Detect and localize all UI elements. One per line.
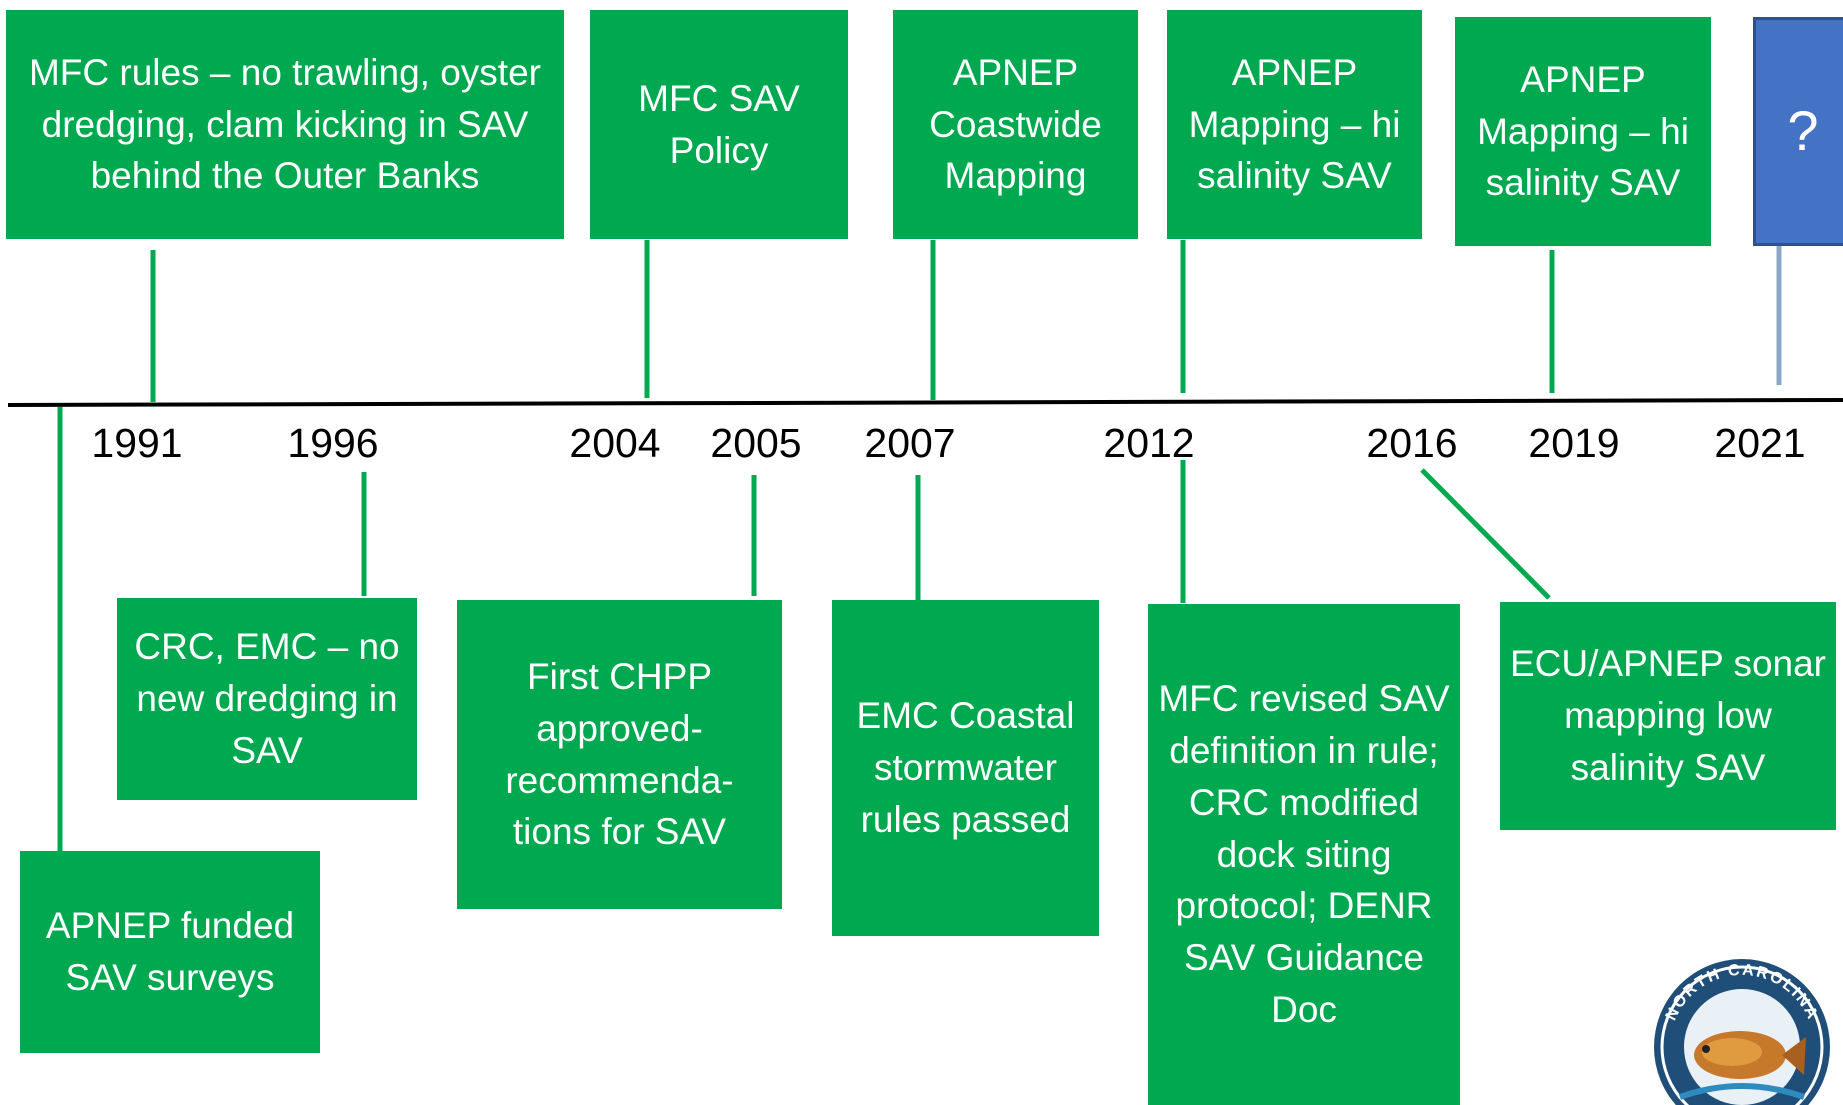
- event-text: APNEP Coastwide Mapping: [929, 51, 1102, 197]
- event-box-2007-bottom: EMC Coastal stormwater rules passed: [832, 600, 1099, 936]
- year-label-2007: 2007: [864, 420, 956, 466]
- event-box-2016-bottom: ECU/APNEP sonar mapping low salinity SAV: [1500, 602, 1836, 830]
- event-text: CRC, EMC – no new dredging in SAV: [134, 626, 400, 771]
- connector-2016-bottom: [1420, 468, 1551, 600]
- event-box-2005-bottom: First CHPP approved-recommenda-tions for…: [457, 600, 782, 909]
- event-box-2012-bottom: MFC revised SAV definition in rule; CRC …: [1148, 604, 1460, 1105]
- year-label-2021: 2021: [1714, 420, 1806, 466]
- event-text: APNEP Mapping – hi salinity SAV: [1188, 51, 1401, 197]
- year-label-1991: 1991: [91, 420, 183, 466]
- event-box-2019-top: APNEP Mapping – hi salinity SAV: [1455, 17, 1711, 246]
- event-text: ECU/APNEP sonar mapping low salinity SAV: [1510, 643, 1826, 788]
- year-label-1996: 1996: [287, 420, 379, 466]
- year-label-2012: 2012: [1103, 420, 1195, 466]
- event-text: MFC rules – no trawling, oyster dredging…: [28, 51, 541, 197]
- nc-marine-fisheries-logo: NORTH CAROLINA: [1640, 947, 1843, 1105]
- event-box-2021-top: ?: [1753, 17, 1843, 246]
- event-text: MFC revised SAV definition in rule; CRC …: [1158, 678, 1450, 1030]
- event-text: MFC SAV Policy: [638, 77, 800, 171]
- event-text: First CHPP approved-recommenda-tions for…: [505, 655, 734, 853]
- event-box-1991-bottom: APNEP funded SAV surveys: [20, 851, 320, 1053]
- question-mark: ?: [1787, 99, 1819, 163]
- timeline-axis: [7, 398, 1843, 407]
- year-label-2016: 2016: [1366, 420, 1458, 466]
- event-box-1996-bottom: CRC, EMC – no new dredging in SAV: [117, 598, 417, 800]
- event-box-2004-top: MFC SAV Policy: [590, 10, 848, 239]
- year-label-2004: 2004: [569, 420, 661, 466]
- year-label-2019: 2019: [1528, 420, 1620, 466]
- event-box-2012-top: APNEP Mapping – hi salinity SAV: [1167, 10, 1422, 239]
- event-text: APNEP Mapping – hi salinity SAV: [1477, 58, 1689, 204]
- event-box-1991-top: MFC rules – no trawling, oyster dredging…: [6, 10, 564, 239]
- event-text: APNEP funded SAV surveys: [45, 905, 295, 998]
- year-label-2005: 2005: [710, 420, 802, 466]
- event-text: EMC Coastal stormwater rules passed: [856, 695, 1075, 840]
- event-box-2007-top: APNEP Coastwide Mapping: [893, 10, 1138, 239]
